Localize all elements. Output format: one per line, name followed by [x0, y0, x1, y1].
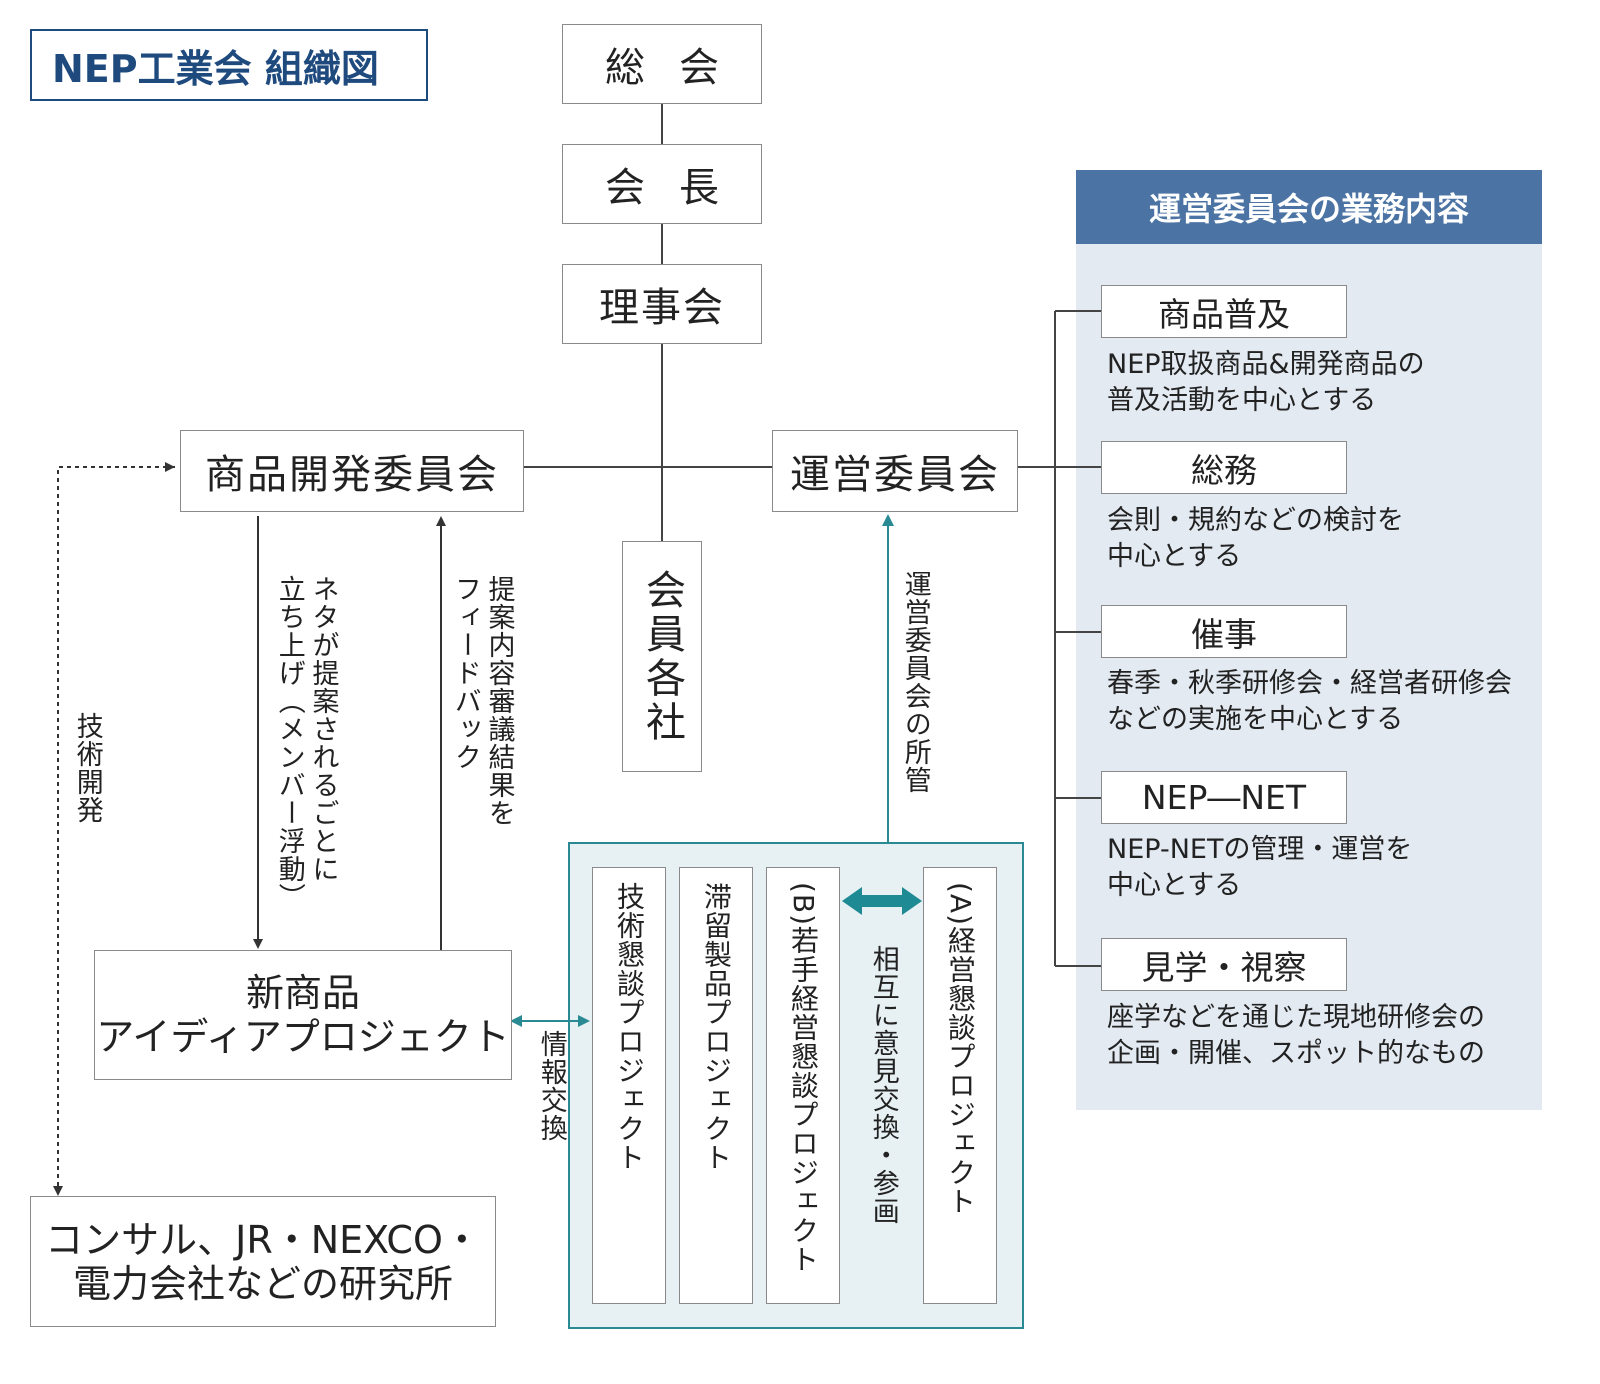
management-duties-header: 運営委員会の業務内容	[1076, 170, 1542, 244]
chart-title: NEP工業会 組織図	[30, 29, 428, 101]
member-companies-box: 会員各社	[622, 541, 702, 772]
desc-1-line1: NEP取扱商品&開発商品の	[1107, 349, 1425, 380]
category-nep-net-desc: NEP-NETの管理・運営を 中心とする	[1107, 832, 1412, 904]
project-stagnant-products: 滞留製品プロジェクト	[679, 867, 753, 1304]
category-events: 催事	[1101, 605, 1347, 658]
research-line1: コンサル、JR・NEXCO・	[45, 1217, 481, 1262]
idea-launch-label: ネタが提案されるごとに立ち上げ（メンバー浮動）	[273, 575, 339, 911]
category-general-affairs-desc: 会則・規約などの検討を 中心とする	[1107, 503, 1404, 575]
category-product-promotion-desc: NEP取扱商品&開発商品の 普及活動を中心とする	[1107, 347, 1425, 419]
arrow-mutual-exchange	[842, 887, 922, 915]
info-exchange-label: 情報交換	[535, 1030, 567, 1142]
jurisdiction-label: 運営委員会の所管	[899, 570, 931, 794]
category-general-affairs: 総務	[1101, 441, 1347, 494]
feedback-label: 提案内容審議結果をフィードバック	[449, 575, 515, 827]
category-tours: 見学・視察	[1101, 938, 1347, 991]
board-box: 理事会	[562, 264, 762, 344]
product-committee-box: 商品開発委員会	[180, 430, 524, 512]
category-events-desc: 春季・秋季研修会・経営者研修会 などの実施を中心とする	[1107, 666, 1512, 738]
desc-5-line1: 座学などを通じた現地研修会の	[1107, 1002, 1485, 1033]
project-tech-talk: 技術懇談プロジェクト	[592, 867, 666, 1304]
category-tours-desc: 座学などを通じた現地研修会の 企画・開催、スポット的なもの	[1107, 1000, 1485, 1072]
desc-3-line1: 春季・秋季研修会・経営者研修会	[1107, 668, 1512, 699]
project-young-management: (B)若手経営懇談プロジェクト	[766, 867, 840, 1304]
new-product-idea-project-box: 新商品 アイディアプロジェクト	[94, 950, 512, 1080]
project-management-talk: (A)経営懇談プロジェクト	[923, 867, 997, 1304]
desc-5-line2: 企画・開催、スポット的なもの	[1107, 1038, 1485, 1069]
idea-project-line1: 新商品	[245, 971, 360, 1015]
tech-dev-label: 技術開発	[71, 712, 103, 824]
chairman-box: 会長	[562, 144, 762, 224]
research-line2: 電力会社などの研究所	[72, 1261, 453, 1306]
desc-3-line2: などの実施を中心とする	[1107, 704, 1404, 735]
general-meeting-box: 総会	[562, 24, 762, 104]
category-product-promotion: 商品普及	[1101, 285, 1347, 338]
dotted-tech-dev	[57, 466, 175, 1194]
management-committee-box: 運営委員会	[772, 430, 1018, 512]
desc-2-line1: 会則・規約などの検討を	[1107, 505, 1404, 536]
category-nep-net: NEP―NET	[1101, 771, 1347, 824]
idea-project-line2: アイディアプロジェクト	[96, 1015, 510, 1059]
mutual-exchange-label: 相互に意見交換・参画	[867, 945, 899, 1225]
desc-1-line2: 普及活動を中心とする	[1107, 385, 1377, 416]
desc-4-line2: 中心とする	[1107, 870, 1242, 901]
research-institutes-box: コンサル、JR・NEXCO・ 電力会社などの研究所	[30, 1196, 496, 1327]
desc-4-line1: NEP-NETの管理・運営を	[1107, 834, 1413, 865]
desc-2-line2: 中心とする	[1107, 541, 1242, 572]
